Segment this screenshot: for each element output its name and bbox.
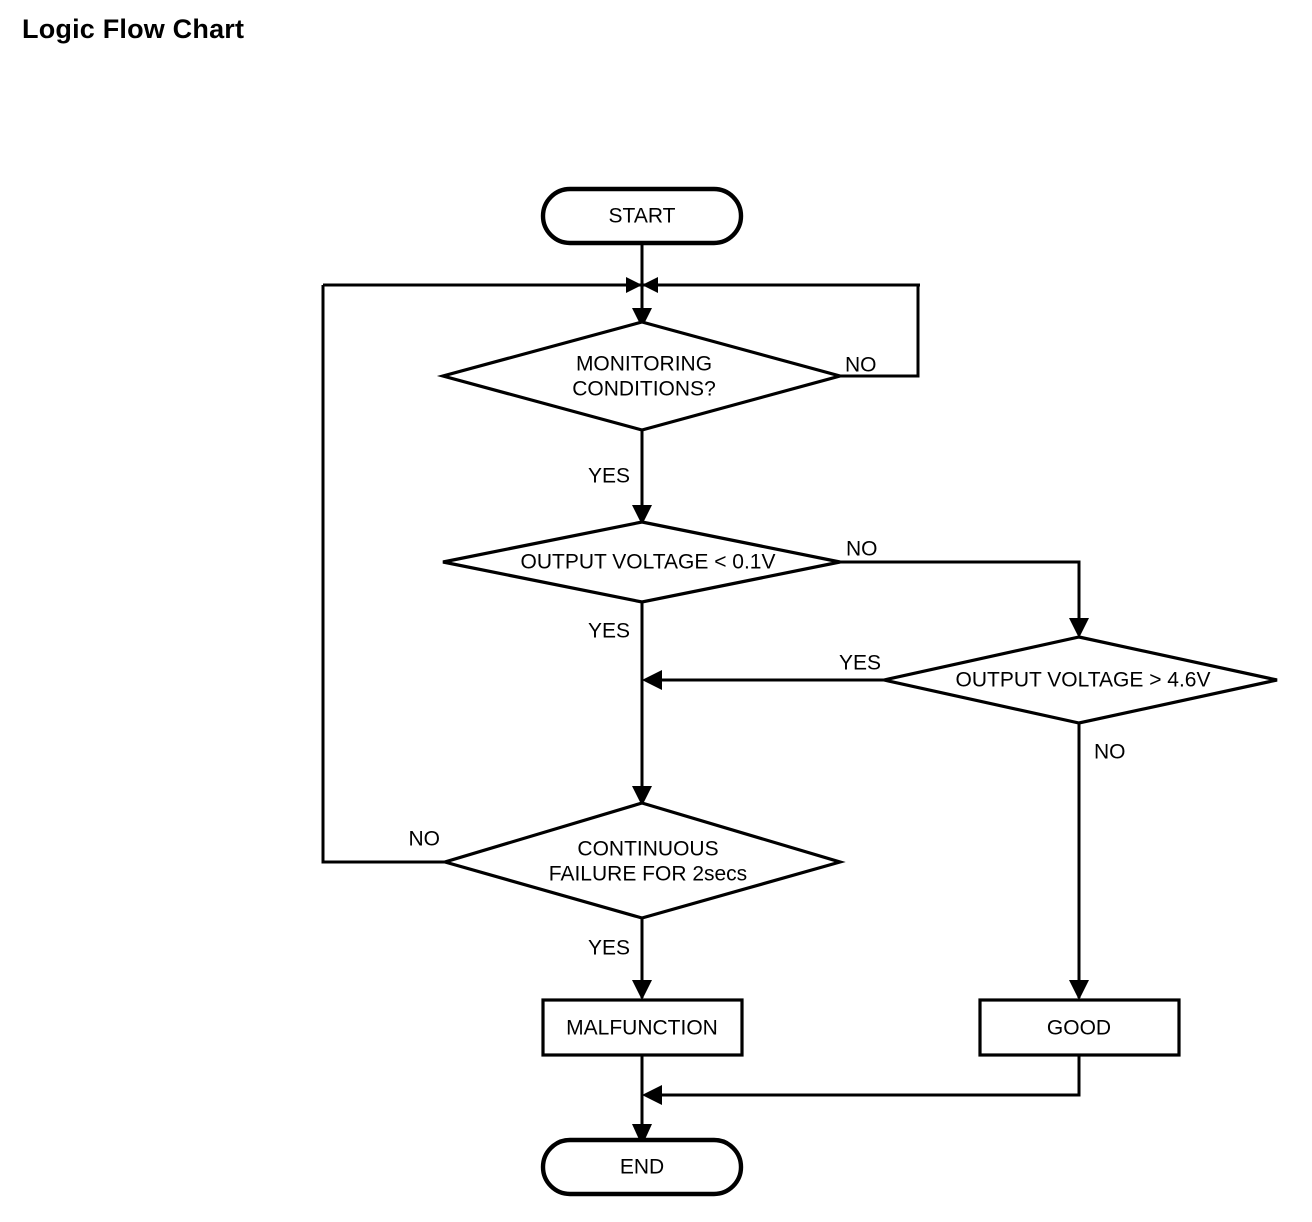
edge-label-volt-high-yes: YES <box>839 652 881 675</box>
malfunction-shape <box>541 998 744 1057</box>
malfunction-label: MALFUNCTION <box>566 1017 718 1040</box>
arrow-head-junction-right <box>642 277 658 293</box>
monitoring-conditions-label-line2: CONDITIONS? <box>572 378 716 401</box>
monitoring-conditions-shape <box>436 320 847 432</box>
output-voltage-low-shape <box>442 520 841 604</box>
arrow-head-good-in <box>1069 980 1089 1000</box>
node-monitoring-conditions[interactable]: MONITORING CONDITIONS? <box>436 320 847 432</box>
start-shape <box>540 186 744 246</box>
edge-good-to-end <box>650 1055 1081 1097</box>
edge-volt-low-no <box>840 560 1081 634</box>
edge-label-volt-low-yes: YES <box>588 620 630 643</box>
arrow-head-malfunction-in <box>632 980 652 1000</box>
arrow-head-continuous-in <box>632 786 652 806</box>
output-voltage-high-label: OUTPUT VOLTAGE > 4.6V <box>956 669 1211 692</box>
node-continuous-failure[interactable]: CONTINUOUS FAILURE FOR 2secs <box>439 801 846 920</box>
end-shape <box>540 1137 744 1197</box>
continuous-failure-label-line1: CONTINUOUS <box>577 838 718 861</box>
arrow-head-junction-left <box>626 277 642 293</box>
arrow-head-monitoring-in <box>632 308 652 328</box>
edge-label-volt-high-no: NO <box>1094 741 1126 764</box>
start-label: START <box>609 205 676 228</box>
node-good[interactable]: GOOD <box>978 998 1181 1057</box>
edge-label-monitoring-yes: YES <box>588 465 630 488</box>
output-voltage-high-shape <box>883 635 1278 725</box>
arrow-head-volt-low-in <box>632 505 652 525</box>
good-shape <box>978 998 1181 1057</box>
edge-continuous-no-loop <box>321 285 445 864</box>
node-malfunction[interactable]: MALFUNCTION <box>541 998 744 1057</box>
edge-label-volt-low-no: NO <box>846 538 878 561</box>
good-label: GOOD <box>1047 1017 1111 1040</box>
continuous-failure-label-line2: FAILURE FOR 2secs <box>549 863 747 886</box>
edge-label-monitoring-no: NO <box>845 354 877 377</box>
end-label: END <box>620 1156 664 1179</box>
node-end[interactable]: END <box>540 1137 744 1197</box>
edge-label-continuous-no: NO <box>409 828 441 851</box>
arrow-head-end-in <box>632 1124 652 1146</box>
output-voltage-low-label: OUTPUT VOLTAGE < 0.1V <box>521 551 776 574</box>
arrow-head-good-merge <box>642 1085 662 1105</box>
page-title: Logic Flow Chart <box>22 14 245 44</box>
node-start[interactable]: START <box>540 186 744 246</box>
edge-monitoring-no-loop <box>840 285 920 378</box>
arrow-head-volt-high-yes <box>642 670 662 690</box>
arrow-head-volt-high-in <box>1069 618 1089 638</box>
edge-label-continuous-yes: YES <box>588 937 630 960</box>
monitoring-conditions-label-line1: MONITORING <box>576 353 712 376</box>
node-output-voltage-low[interactable]: OUTPUT VOLTAGE < 0.1V <box>442 520 841 604</box>
node-output-voltage-high[interactable]: OUTPUT VOLTAGE > 4.6V <box>883 635 1278 725</box>
continuous-failure-shape <box>439 801 846 920</box>
